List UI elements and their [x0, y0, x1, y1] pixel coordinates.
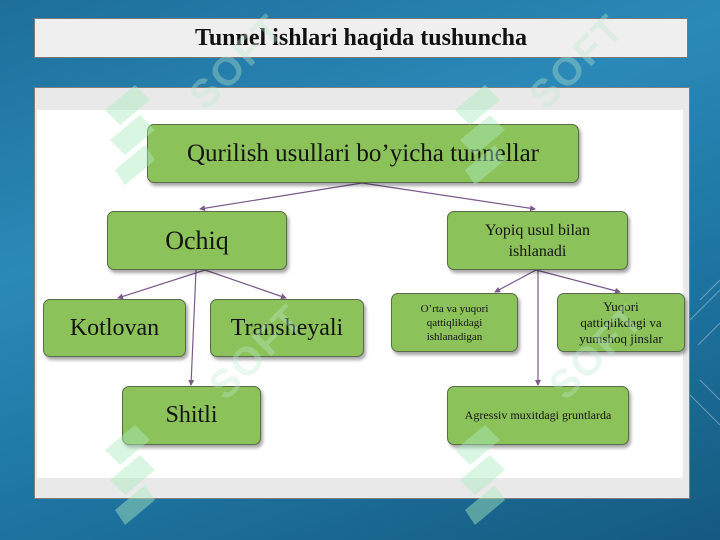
title-bar: Tunnel ishlari haqida tushuncha — [34, 18, 688, 58]
orta-yuqori-line1: O’rta va yuqori — [420, 302, 489, 315]
orta-yuqori-line2: qattiqlikdagi — [426, 316, 483, 329]
root-node: Qurilish usullari bo’yicha tunnellar — [147, 124, 579, 183]
node-ochiq: Ochiq — [107, 211, 287, 270]
node-orta-yuqori: O’rta va yuqori qattiqlikdagi ishlanadig… — [391, 293, 518, 352]
shitli-label: Shitli — [165, 402, 218, 428]
yuqori-yumshoq-line2: qattiqlikdagi va — [580, 314, 662, 330]
node-transheyali: Transheyali — [210, 299, 364, 357]
slide-title: Tunnel ishlari haqida tushuncha — [195, 24, 527, 51]
node-kotlovan: Kotlovan — [43, 299, 186, 357]
agressiv-label: Agressiv muxitdagi gruntlarda — [464, 408, 612, 422]
yopiq-label-line1: Yopiq usul bilan — [484, 221, 591, 239]
yuqori-yumshoq-line3: yumshoq jinslar — [579, 330, 663, 346]
root-label: Qurilish usullari bo’yicha tunnellar — [186, 139, 539, 167]
orta-yuqori-line3: ishlanadigan — [426, 330, 483, 343]
node-yopiq: Yopiq usul bilan ishlanadi — [447, 211, 628, 270]
node-shitli: Shitli — [122, 386, 261, 445]
yopiq-label-line2: ishlanadi — [508, 242, 567, 260]
ochiq-label: Ochiq — [165, 225, 229, 255]
yuqori-yumshoq-line1: Yuqori — [603, 298, 639, 314]
node-yuqori-yumshoq: Yuqori qattiqlikdagi va yumshoq jinslar — [557, 293, 685, 352]
transheyali-label: Transheyali — [230, 314, 344, 341]
kotlovan-label: Kotlovan — [69, 314, 160, 341]
node-agressiv: Agressiv muxitdagi gruntlarda — [447, 386, 629, 445]
